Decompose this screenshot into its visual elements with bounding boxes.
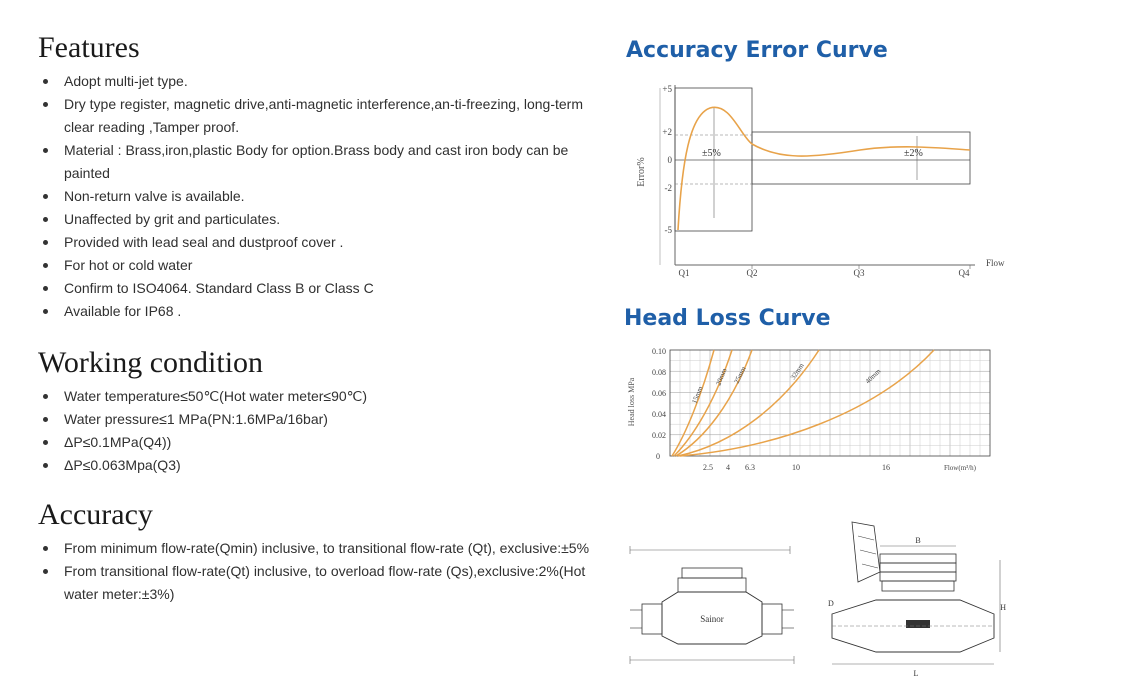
- list-item: Water temperature≤50℃(Hot water meter≤90…: [38, 385, 598, 408]
- headloss-xtick: 2.5: [703, 463, 713, 472]
- headloss-xtick: 10: [792, 463, 800, 472]
- headloss-ytick: 0.08: [652, 368, 666, 377]
- meter-body-front: [831, 599, 995, 653]
- working-title: Working condition: [38, 346, 264, 379]
- register-ring: [677, 577, 747, 593]
- register-cap: [681, 567, 743, 579]
- meter-brand: Sainor: [700, 614, 724, 624]
- list-item: Confirm to ISO4064. Standard Class B or …: [38, 277, 598, 300]
- headloss-title: Head Loss Curve: [624, 306, 831, 331]
- headloss-xtick: 16: [882, 463, 890, 472]
- list-item: For hot or cold water: [38, 254, 598, 277]
- register-layer: [879, 562, 957, 573]
- error-ylabel: Error%: [636, 157, 647, 186]
- list-item: Water pressure≤1 MPa(PN:1.6MPa/16bar): [38, 408, 598, 431]
- headloss-xtick: 4: [726, 463, 730, 472]
- error-xtick: Q2: [747, 268, 758, 278]
- center-hub: [906, 620, 930, 628]
- error-curve-title: Accuracy Error Curve: [626, 38, 888, 63]
- error-ytick: +2: [662, 127, 672, 137]
- curve-32mm: [677, 349, 820, 457]
- error-ytick: -5: [665, 225, 673, 235]
- list-item: Provided with lead seal and dustproof co…: [38, 231, 598, 254]
- curve-label: 15mm: [690, 385, 704, 405]
- left-column: Features Adopt multi-jet type. Dry type …: [38, 30, 598, 606]
- list-item: Non-return valve is available.: [38, 185, 598, 208]
- headloss-frame: [669, 349, 991, 457]
- band-5-box: [674, 87, 753, 232]
- error-xtick: Q4: [959, 268, 970, 278]
- register-layer: [881, 580, 955, 592]
- curve-label: 20mm: [714, 367, 728, 387]
- headloss-xtick: 6.3: [745, 463, 755, 472]
- list-item: Adopt multi-jet type.: [38, 70, 598, 93]
- dim-label-d: D: [828, 599, 834, 608]
- features-title: Features: [38, 31, 140, 64]
- meter-side-drawing: Sainor: [629, 546, 795, 664]
- headloss-ytick: 0.04: [652, 410, 666, 419]
- error-ytick: 0: [668, 155, 673, 165]
- features-list: Adopt multi-jet type. Dry type register,…: [38, 70, 598, 323]
- dim-label-h: H: [1000, 603, 1006, 612]
- curve-40mm: [679, 349, 935, 457]
- list-item: From minimum flow-rate(Qmin) inclusive, …: [38, 537, 598, 560]
- meter-front-drawing: B D H L: [828, 521, 1006, 678]
- headloss-chart: Head loss MPa 0.10 0.08 0.06 0.04 0.02 0…: [627, 347, 991, 472]
- meter-body: [661, 591, 763, 645]
- error-curve-line: [677, 106, 971, 231]
- headloss-ytick: 0.10: [652, 347, 666, 356]
- error-xtick: Q3: [854, 268, 865, 278]
- dim-label-b: B: [915, 536, 920, 545]
- dim-label-l: L: [914, 669, 919, 678]
- list-item: ΔP≤0.1MPa(Q4)): [38, 431, 598, 454]
- error-curve-chart: Error% +5 +2 0 -2 -5 ±5% ±2% Q1 Q2 Q3 Q4…: [636, 84, 1005, 278]
- list-item: Material : Brass,iron,plastic Body for o…: [38, 139, 598, 185]
- band-2-box: [751, 131, 971, 185]
- list-item: ΔP≤0.063Mpa(Q3): [38, 454, 598, 477]
- list-item: Dry type register, magnetic drive,anti-m…: [38, 93, 598, 139]
- band-2-label: ±2%: [904, 148, 923, 159]
- curve-25mm: [675, 349, 753, 457]
- headloss-grid: [670, 350, 990, 456]
- right-fitting: [761, 603, 783, 635]
- band-5-label: ±5%: [702, 148, 721, 159]
- register-layer: [879, 553, 957, 564]
- curve-20mm: [673, 349, 733, 457]
- headloss-ytick: 0.06: [652, 389, 666, 398]
- register-layer: [879, 571, 957, 582]
- working-list: Water temperature≤50℃(Hot water meter≤90…: [38, 385, 598, 477]
- accuracy-list: From minimum flow-rate(Qmin) inclusive, …: [38, 537, 598, 606]
- error-ytick: +5: [662, 84, 672, 94]
- list-item: Available for IP68 .: [38, 300, 598, 323]
- headloss-ytick: 0.02: [652, 431, 666, 440]
- curve-15mm: [671, 349, 715, 457]
- headloss-ylabel: Head loss MPa: [627, 377, 636, 426]
- headloss-xlabel: Flow(m³/h): [944, 464, 977, 472]
- accuracy-title: Accuracy: [38, 498, 153, 531]
- headloss-ytick: 0: [656, 452, 660, 461]
- meter-lid: [851, 521, 881, 583]
- list-item: Unaffected by grit and particulates.: [38, 208, 598, 231]
- error-xlabel: Flow: [986, 258, 1005, 268]
- error-ytick: -2: [665, 183, 673, 193]
- left-fitting: [641, 603, 663, 635]
- error-xtick: Q1: [679, 268, 690, 278]
- list-item: From transitional flow-rate(Qt) inclusiv…: [38, 560, 598, 606]
